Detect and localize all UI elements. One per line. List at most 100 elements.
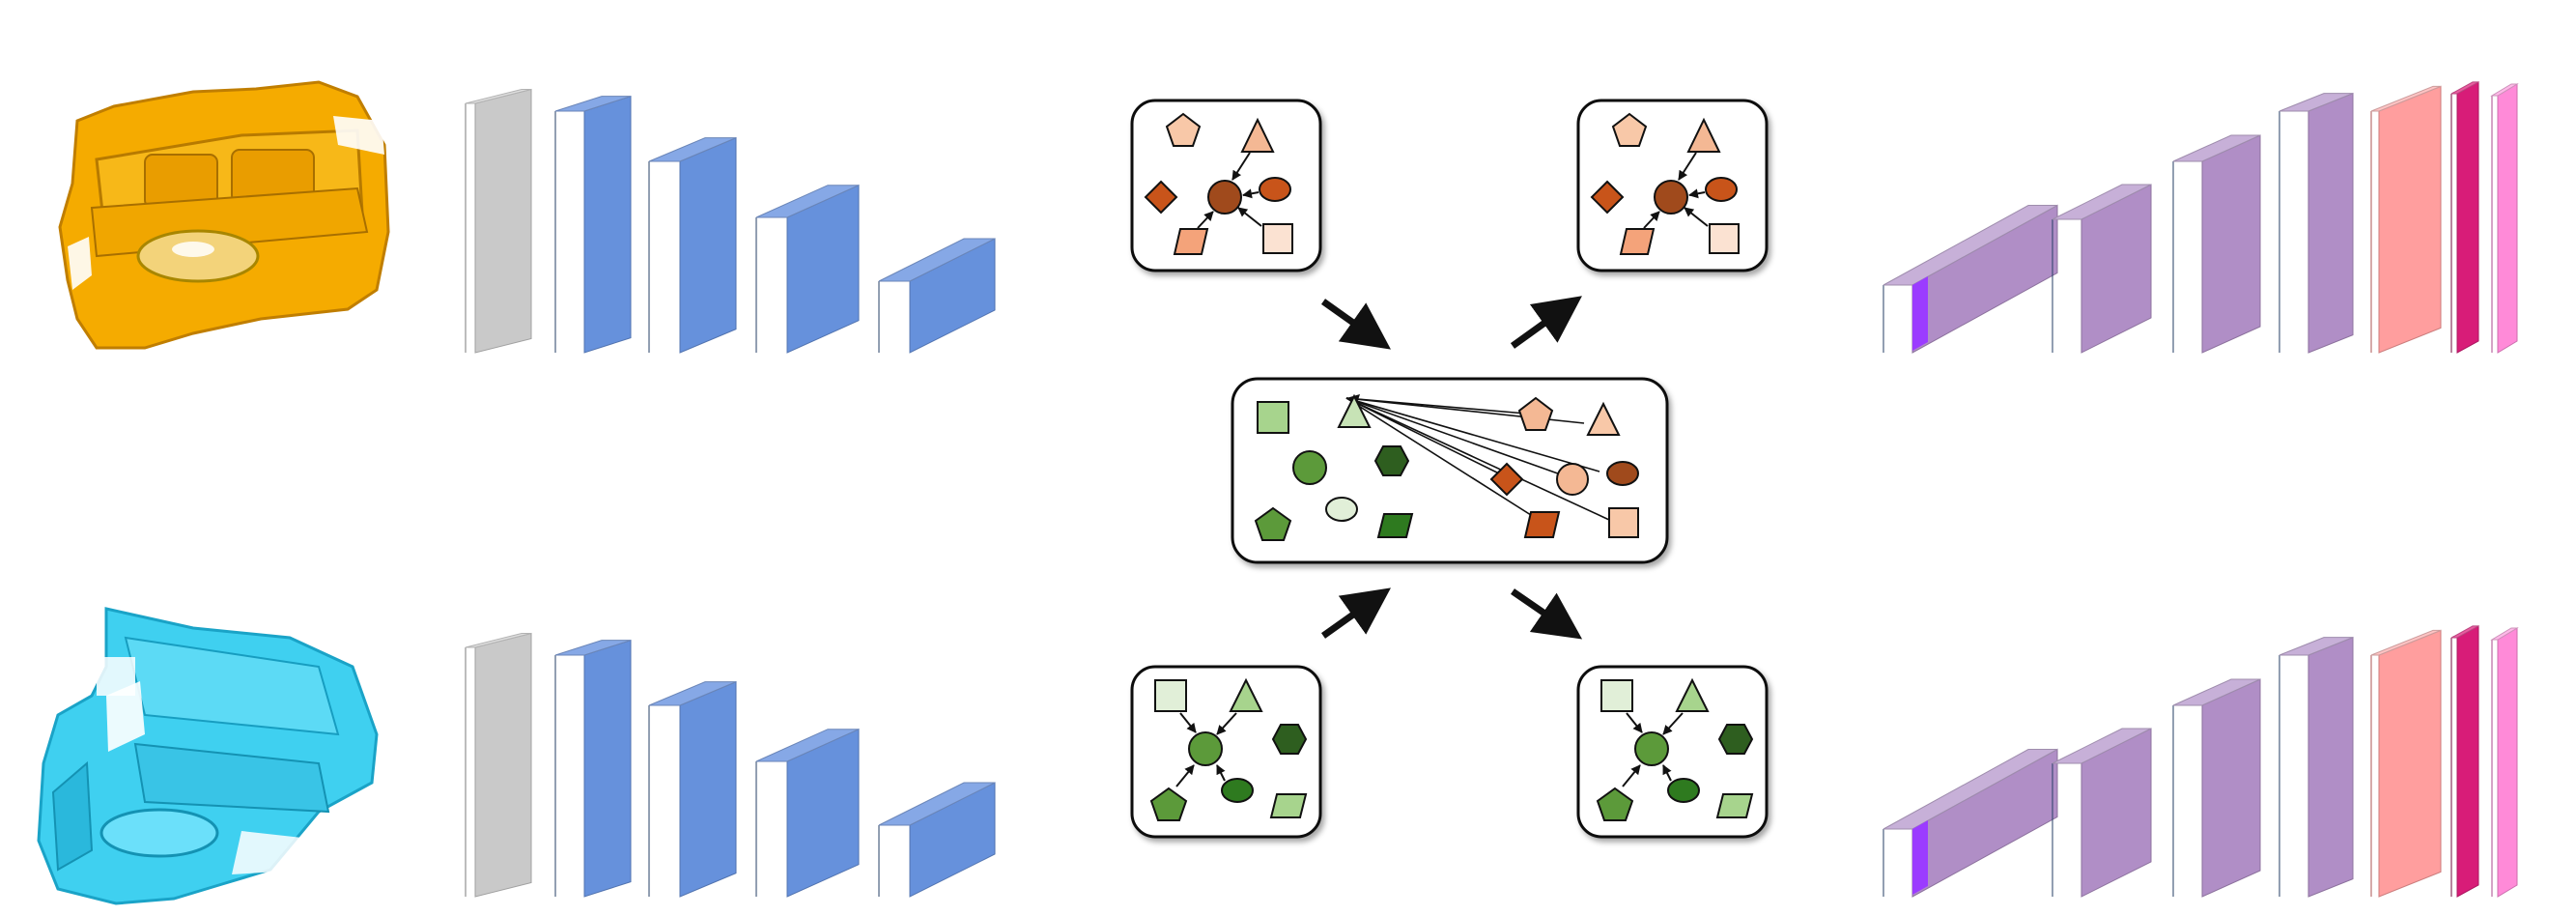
decoder-layer-3-top bbox=[2172, 678, 2261, 706]
square-node-icon bbox=[1262, 223, 1293, 254]
encoder-layer-4 bbox=[755, 184, 860, 354]
decoder-layer-5-top bbox=[2370, 85, 2442, 112]
fused-graph-panel bbox=[1231, 377, 1669, 564]
encoder-layer-1-top bbox=[465, 89, 532, 104]
encoder-layer-2-top bbox=[554, 96, 632, 112]
circle-node-icon bbox=[1292, 450, 1327, 485]
apartment-scan-icon bbox=[58, 80, 390, 350]
pentagon-node-icon bbox=[1149, 787, 1188, 821]
circle-node-icon bbox=[1207, 180, 1242, 215]
encoder-layer-5-top bbox=[878, 782, 996, 826]
hexagon-node-icon bbox=[1373, 445, 1410, 476]
encoder-layer-2-front bbox=[583, 95, 632, 354]
decoder-layer-1 bbox=[1882, 748, 2058, 898]
encoder-layer-2-front bbox=[583, 639, 632, 898]
decoder-layer-6 bbox=[2450, 81, 2479, 354]
decoder-layer-4 bbox=[2279, 92, 2354, 354]
decoder-layer-5-front bbox=[2378, 85, 2442, 354]
decoder-layer-6 bbox=[2450, 625, 2479, 898]
square-node-icon bbox=[1600, 679, 1633, 712]
ellipse-node-icon bbox=[1221, 778, 1254, 803]
decoder-layer-1 bbox=[1882, 204, 2058, 354]
decoder-layer-4-front bbox=[2307, 92, 2354, 354]
decoder-layer-5-top bbox=[2370, 629, 2442, 656]
triangle-node-icon bbox=[1337, 393, 1372, 428]
decoder-layer-7-front bbox=[2497, 83, 2518, 354]
parallelogram-node-icon bbox=[1523, 511, 1561, 538]
decoder-layer-2-top bbox=[2052, 184, 2152, 220]
circle-node-icon bbox=[1556, 463, 1589, 496]
decoder-layer-1-front bbox=[1911, 204, 2058, 354]
decoder-accent-strip bbox=[1912, 276, 1928, 351]
encoder-layer-3-front bbox=[679, 136, 737, 354]
square-node-icon bbox=[1257, 401, 1289, 434]
decoder-layer-7 bbox=[2490, 627, 2519, 898]
ellipse-node-icon bbox=[1259, 177, 1291, 202]
encoder-layer-5 bbox=[878, 782, 996, 898]
encoder-stack-top bbox=[465, 88, 996, 354]
encoder-layer-5-top bbox=[878, 238, 996, 282]
parallelogram-node-icon bbox=[1619, 228, 1656, 255]
diamond-node-icon bbox=[1144, 180, 1178, 215]
circle-node-icon bbox=[1654, 180, 1688, 215]
decoder-layer-6-top bbox=[2450, 81, 2479, 95]
decoder-layer-7-top bbox=[2490, 83, 2519, 97]
decoder-layer-3-front bbox=[2201, 678, 2261, 898]
parallelogram-node-icon bbox=[1376, 513, 1414, 538]
decoder-layer-6-front bbox=[2456, 81, 2479, 354]
arrow-icon bbox=[1511, 588, 1583, 640]
encoder-layer-1 bbox=[465, 632, 532, 898]
diamond-node-icon bbox=[1489, 462, 1524, 497]
encoder-layer-1 bbox=[465, 88, 532, 354]
arrow-icon bbox=[1320, 299, 1391, 350]
decoder-layer-5 bbox=[2370, 85, 2442, 354]
decoder-layer-7 bbox=[2490, 83, 2519, 354]
triangle-node-icon bbox=[1586, 401, 1621, 436]
encoder-layer-4-top bbox=[755, 185, 860, 218]
decoder-layer-4-top bbox=[2279, 93, 2354, 112]
square-node-icon bbox=[1608, 507, 1639, 538]
decoder-layer-1-top bbox=[1882, 749, 2058, 830]
parallelogram-node-icon bbox=[1269, 793, 1308, 818]
orange-graph-panel-right bbox=[1576, 99, 1769, 272]
encoder-layer-1-front bbox=[474, 88, 532, 354]
circle-node-icon bbox=[1188, 731, 1223, 766]
decoder-layer-7-front bbox=[2497, 627, 2518, 898]
decoder-layer-2 bbox=[2052, 184, 2152, 354]
diamond-node-icon bbox=[1590, 180, 1625, 215]
triangle-node-icon bbox=[1229, 677, 1263, 712]
pentagon-node-icon bbox=[1596, 787, 1634, 821]
decoder-stack-bottom bbox=[1882, 625, 2519, 898]
encoder-layer-4 bbox=[755, 728, 860, 898]
decoder-layer-3 bbox=[2172, 678, 2261, 898]
decoder-layer-2 bbox=[2052, 728, 2152, 898]
encoder-layer-3-top bbox=[648, 681, 737, 706]
encoder-layer-1-front bbox=[474, 632, 532, 898]
decoder-layer-6-front bbox=[2456, 625, 2479, 898]
decoder-layer-3-front bbox=[2201, 134, 2261, 354]
decoder-layer-5 bbox=[2370, 629, 2442, 898]
pentagon-node-icon bbox=[1517, 396, 1554, 431]
decoder-layer-5-front bbox=[2378, 629, 2442, 898]
decoder-layer-6-top bbox=[2450, 625, 2479, 639]
triangle-node-icon bbox=[1686, 117, 1721, 153]
ellipse-node-icon bbox=[1667, 778, 1700, 803]
arrow-icon bbox=[1510, 296, 1582, 349]
triangle-node-icon bbox=[1675, 677, 1710, 712]
square-node-icon bbox=[1709, 223, 1740, 254]
encoder-layer-3-top bbox=[648, 137, 737, 162]
encoder-stack-bottom bbox=[465, 632, 996, 898]
decoder-layer-3 bbox=[2172, 134, 2261, 354]
arrow-icon bbox=[1320, 587, 1391, 639]
hexagon-node-icon bbox=[1717, 724, 1754, 755]
square-node-icon bbox=[1154, 679, 1187, 712]
ellipse-node-icon bbox=[1705, 177, 1738, 202]
green-graph-panel-left bbox=[1130, 665, 1322, 839]
parallelogram-node-icon bbox=[1715, 793, 1754, 818]
circle-node-icon bbox=[1634, 731, 1669, 766]
living-room-scan-icon bbox=[37, 607, 379, 905]
decoder-layer-1-top bbox=[1882, 205, 2058, 286]
decoder-accent-strip bbox=[1912, 820, 1928, 895]
ellipse-node-icon bbox=[1325, 497, 1358, 522]
